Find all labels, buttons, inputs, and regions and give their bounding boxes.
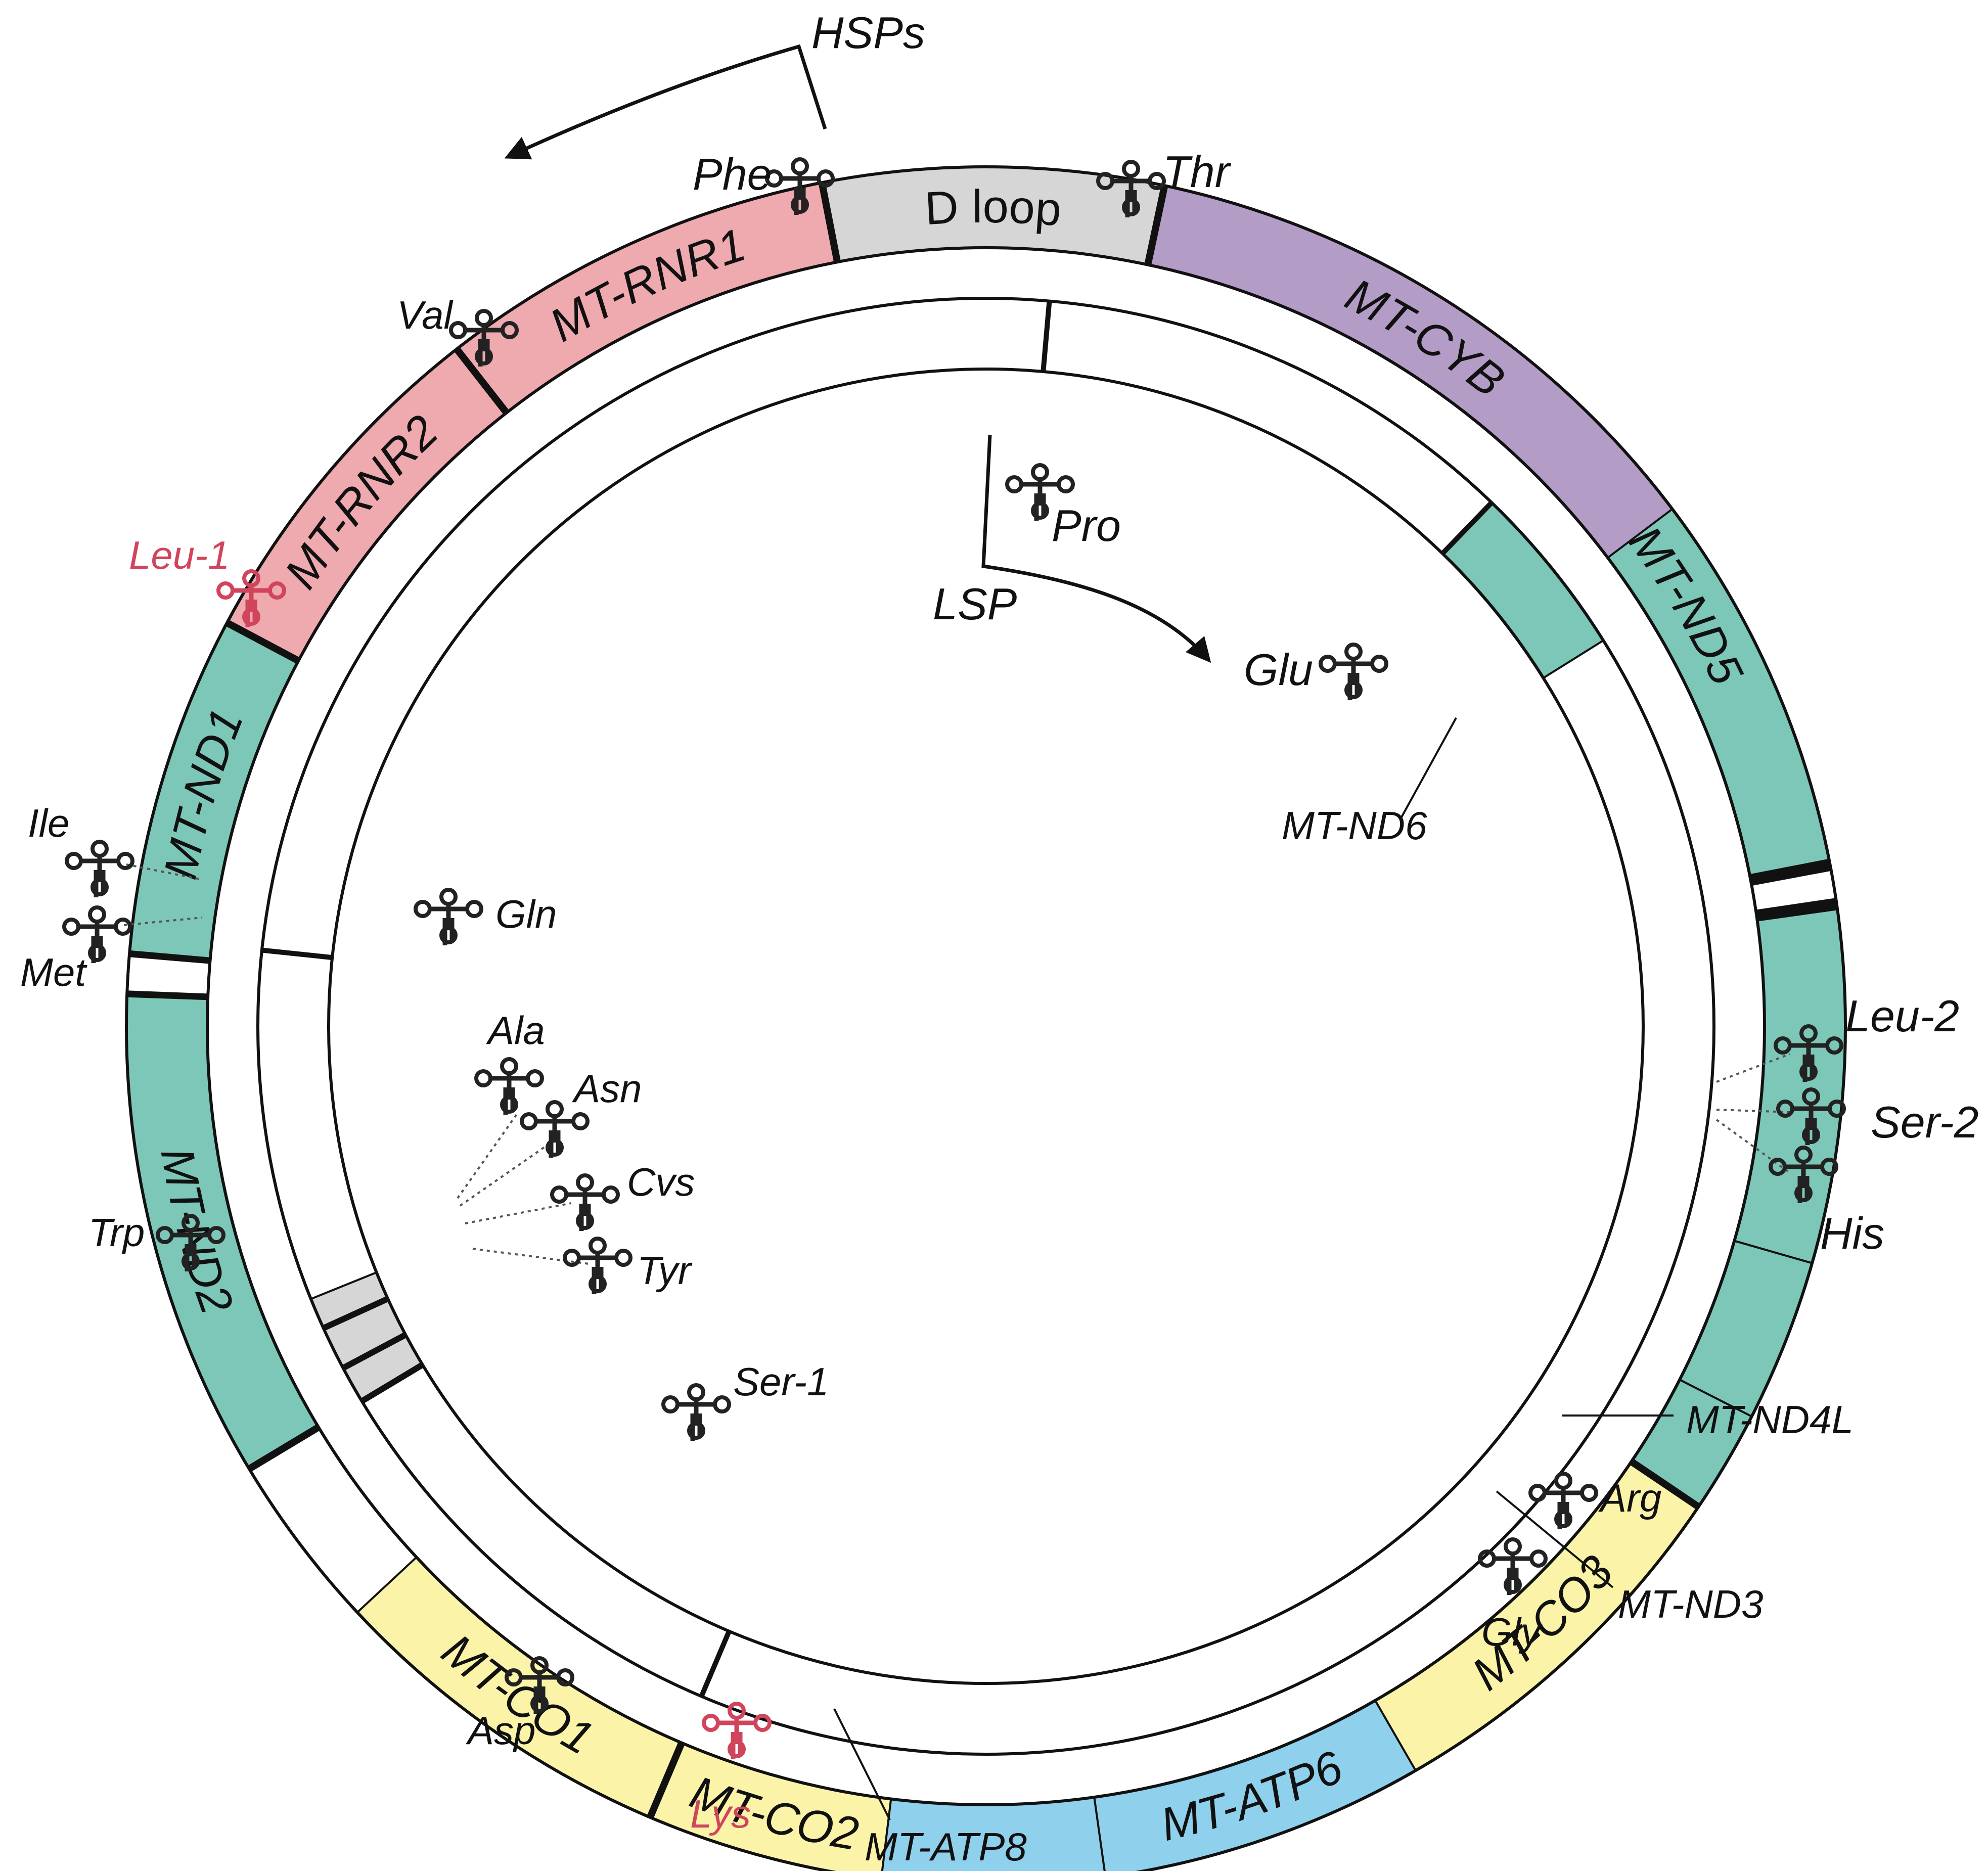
inner-tick-0 bbox=[1041, 301, 1052, 372]
leader-met bbox=[123, 917, 203, 926]
outer-gap-bar-3 bbox=[1750, 865, 1832, 886]
callout-label-mt-nd3: MT-ND3 bbox=[1618, 1582, 1763, 1626]
lsp-label: LSP bbox=[933, 579, 1017, 629]
leader-his bbox=[1715, 1119, 1791, 1174]
outer-tick-5 bbox=[647, 1741, 685, 1819]
callout-label-mt-atp8: MT-ATP8 bbox=[865, 1824, 1027, 1869]
leader-tyr bbox=[472, 1248, 590, 1265]
inner-tick-3 bbox=[699, 1630, 732, 1698]
outer-gap-bar-0 bbox=[129, 951, 210, 964]
outer-tick-4 bbox=[247, 1424, 321, 1472]
trna-label-asp: Asp bbox=[466, 1708, 535, 1753]
leader-ala bbox=[457, 1111, 519, 1199]
outer-tick-8 bbox=[1756, 903, 1838, 922]
lsp-promoter: LSP bbox=[933, 434, 1211, 663]
outer-tick-0 bbox=[818, 181, 841, 263]
outer-tick-6 bbox=[1629, 1458, 1701, 1510]
trna-label-layer: Phe Thr Val Leu-1 Ile Met Trp Asp Lys Gl… bbox=[20, 147, 1979, 1836]
trna-label-leu2: Leu-2 bbox=[1845, 991, 1959, 1041]
trna-label-cvs: Cvs bbox=[627, 1160, 695, 1204]
outer-tick-1 bbox=[1144, 185, 1168, 266]
trna-label-lys: Lys bbox=[690, 1792, 751, 1836]
trna-label-arg: Arg bbox=[1598, 1476, 1661, 1520]
trna-label-leu1: Leu-1 bbox=[129, 533, 230, 577]
callout-label-layer: MT-ND6 MT-ND4L MT-ND3 MT-ATP8 bbox=[865, 803, 1854, 1869]
ring-outline-0 bbox=[206, 246, 1766, 1806]
callout-line-mt-nd6 bbox=[1399, 717, 1457, 819]
callout-line-mt-nd3 bbox=[1496, 1490, 1614, 1588]
inner-tick-2 bbox=[261, 947, 333, 961]
outer-gap-ile-met bbox=[128, 955, 209, 995]
trna-label-pro: Pro bbox=[1052, 500, 1121, 551]
trna-label-trp: Trp bbox=[88, 1210, 145, 1255]
trna-label-met: Met bbox=[20, 950, 87, 994]
trna-label-ser1: Ser-1 bbox=[733, 1359, 829, 1404]
gene-label-d-loop: D loop bbox=[924, 181, 1063, 236]
trna-tyr-icon bbox=[565, 1239, 630, 1294]
callout-line-mt-atp8 bbox=[833, 1708, 891, 1820]
leader-asn bbox=[459, 1142, 552, 1207]
trna-label-his: His bbox=[1820, 1208, 1884, 1258]
trna-ile-icon bbox=[67, 842, 132, 897]
outer-gap-bar-2 bbox=[1755, 898, 1837, 916]
lsp-promoter-arrow bbox=[981, 434, 1211, 663]
trna-gln-icon bbox=[416, 890, 481, 945]
trna-label-ser2: Ser-2 bbox=[1871, 1097, 1979, 1147]
outer-tick-7 bbox=[1749, 858, 1831, 882]
outer-tick-3 bbox=[225, 619, 300, 664]
leader-ser2 bbox=[1716, 1109, 1793, 1113]
trna-ser1-icon bbox=[663, 1385, 729, 1441]
ring-outline-1 bbox=[125, 165, 1847, 1871]
leader-leu2 bbox=[1716, 1053, 1790, 1083]
inner-cluster-bar-1 bbox=[341, 1332, 407, 1371]
trna-label-ile: Ile bbox=[28, 801, 69, 845]
trna-label-thr: Thr bbox=[1163, 147, 1232, 197]
ring-outline-3 bbox=[256, 297, 1715, 1756]
ring-outline-2 bbox=[327, 368, 1645, 1685]
trna-ala-icon bbox=[476, 1059, 542, 1115]
leader-cvs bbox=[465, 1202, 572, 1224]
inner-tick-1 bbox=[1440, 500, 1494, 556]
trna-label-asn: Asn bbox=[572, 1066, 642, 1111]
connector-layer bbox=[123, 717, 1793, 1820]
gene-mt-nd4l bbox=[1678, 1240, 1814, 1418]
callout-label-mt-nd4l: MT-ND4L bbox=[1686, 1397, 1854, 1442]
inner-cluster-bar-2 bbox=[360, 1362, 424, 1404]
trna-label-ala: Ala bbox=[486, 1008, 545, 1053]
trna-label-phe: Phe bbox=[693, 149, 772, 199]
ring-layer: D loopMT-RNR1MT-RNR2MT-ND1MT-ND2MT-CO1MT… bbox=[125, 165, 1847, 1871]
trna-label-val: Val bbox=[397, 293, 454, 337]
callout-label-mt-nd6: MT-ND6 bbox=[1282, 803, 1427, 848]
trna-cvs-icon bbox=[552, 1175, 618, 1231]
outer-gap-bar-1 bbox=[127, 990, 208, 999]
hsp-label: HSPs bbox=[811, 8, 925, 58]
trna-glu-icon bbox=[1321, 645, 1386, 700]
leader-ile bbox=[126, 863, 203, 881]
trna-label-gln: Gln bbox=[495, 892, 557, 936]
trna-label-gly: Gly bbox=[1481, 1610, 1543, 1654]
trna-label-tyr: Tyr bbox=[637, 1248, 693, 1293]
hsp-promoter: HSPs bbox=[504, 8, 925, 160]
trna-label-glu: Glu bbox=[1244, 645, 1313, 695]
outer-tick-2 bbox=[454, 347, 510, 415]
inner-cluster-bar-0 bbox=[322, 1296, 389, 1331]
hsp-promoter-arrow bbox=[504, 44, 827, 160]
